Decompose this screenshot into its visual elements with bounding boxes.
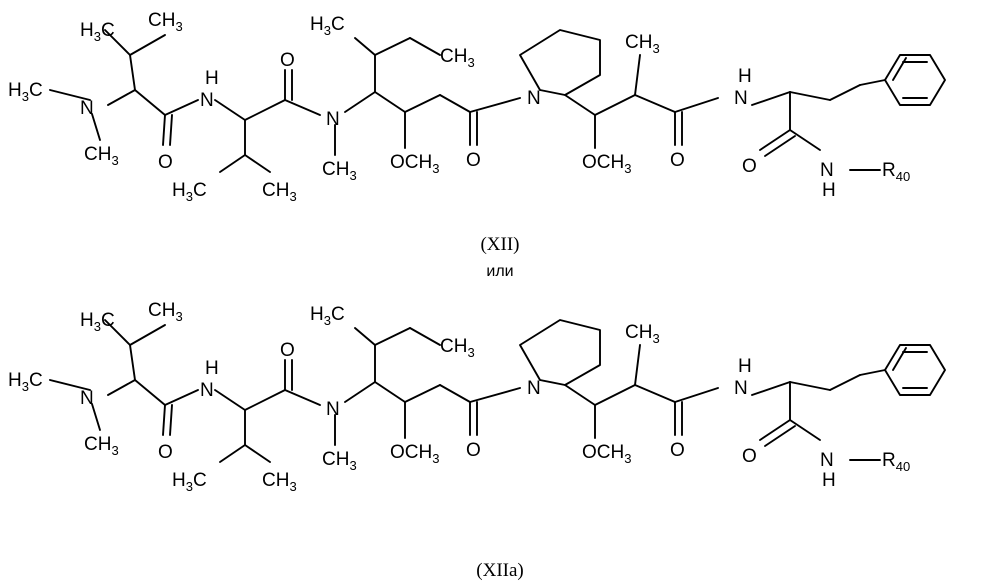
atom-o-ketone: O: [466, 150, 481, 171]
atom-h3c-isoleucine: H3C: [310, 304, 345, 328]
atom-och3-2: OCH3: [582, 152, 631, 176]
atom-o-amide-3: O: [670, 440, 685, 461]
atom-o-amide-2: O: [280, 50, 295, 71]
atom-h3c-nmethyl: H3C: [8, 370, 43, 394]
atom-n-dimethyl: N: [80, 98, 94, 119]
atom-o-amide-2: O: [280, 340, 295, 361]
skeleton-xii: [50, 30, 945, 172]
atom-ch3-nmethyl: CH3: [84, 144, 119, 168]
atom-n-dimethyl: N: [80, 388, 94, 409]
atom-o-amide-1: O: [158, 442, 173, 463]
atom-h3c-valine-2: H3C: [172, 470, 207, 494]
atom-nh-r40: NHR40: [820, 450, 910, 491]
structure-xiia: H3C CH3 H3C N CH3 O HN O H3C CH3 N CH3 H…: [8, 300, 945, 581]
atom-h3c-valine-2: H3C: [172, 180, 207, 204]
atom-o-ketone: O: [466, 440, 481, 461]
atom-ch3-nmethyl: CH3: [84, 434, 119, 458]
atom-labels-xii: H3C CH3 H3C N CH3 O HN O H3C CH3 N CH3 H…: [8, 10, 910, 204]
atom-ch3-methyl: CH3: [625, 32, 660, 56]
atom-ch3-isoleucine: CH3: [440, 336, 475, 360]
atom-o-amide-4: O: [742, 156, 757, 177]
atom-n-proline: N: [527, 378, 541, 399]
atom-ch3-nmethyl-2: CH3: [322, 449, 357, 473]
atom-ch3-valine-2: CH3: [262, 180, 297, 204]
atom-och3-1: OCH3: [390, 442, 439, 466]
atom-ch3-valine: CH3: [148, 300, 183, 324]
atom-n-methyl: N: [326, 109, 340, 130]
atom-labels-xiia: H3C CH3 H3C N CH3 O HN O H3C CH3 N CH3 H…: [8, 300, 910, 494]
structure-xii: H3C CH3 H3C N CH3 O HN O H3C CH3 N CH3 H…: [8, 10, 945, 255]
atom-ch3-nmethyl-2: CH3: [322, 159, 357, 183]
atom-h3c-valine: H3C: [80, 20, 115, 44]
atom-o-amide-3: O: [670, 150, 685, 171]
caption-xiia: (XIIa): [476, 560, 523, 581]
atom-n-methyl: N: [326, 399, 340, 420]
atom-och3-1: OCH3: [390, 152, 439, 176]
atom-ch3-isoleucine: CH3: [440, 46, 475, 70]
atom-o-amide-4: O: [742, 446, 757, 467]
caption-xii: (XII): [480, 234, 519, 255]
atom-h3c-valine: H3C: [80, 310, 115, 334]
atom-n-proline: N: [527, 88, 541, 109]
atom-ch3-valine: CH3: [148, 10, 183, 34]
skeleton-xiia: [50, 320, 945, 462]
atom-nh-1: HN: [200, 68, 219, 111]
atom-o-amide-1: O: [158, 152, 173, 173]
atom-h3c-nmethyl: H3C: [8, 80, 43, 104]
conjunction-text: или: [486, 263, 513, 280]
atom-ch3-methyl: CH3: [625, 322, 660, 346]
atom-nh-2: HN: [734, 356, 752, 399]
atom-h3c-isoleucine: H3C: [310, 14, 345, 38]
atom-nh-r40: NHR40: [820, 160, 910, 201]
atom-nh-1: HN: [200, 358, 219, 401]
atom-nh-2: HN: [734, 66, 752, 109]
atom-och3-2: OCH3: [582, 442, 631, 466]
atom-ch3-valine-2: CH3: [262, 470, 297, 494]
